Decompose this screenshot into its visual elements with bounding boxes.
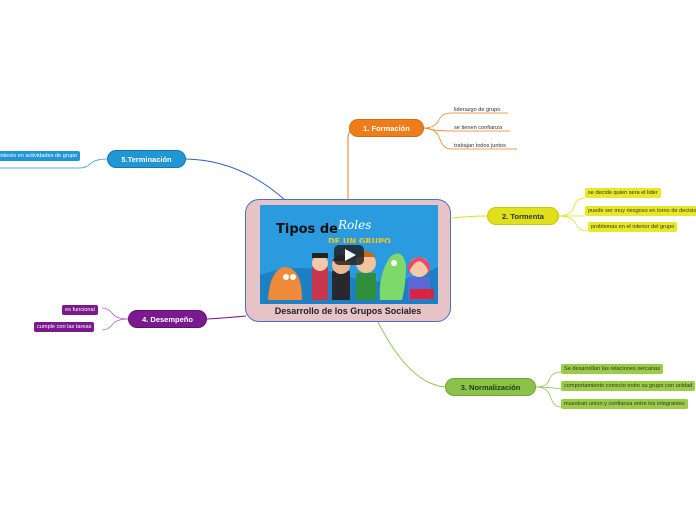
leaf-normalizacion-2-wrap: comportamiento correcto entre su grupo c… bbox=[561, 381, 696, 392]
leaf-tormenta-2[interactable]: puede ser muy riesgoso en torno de decis… bbox=[585, 206, 696, 216]
video-title-tipos: Tipos de bbox=[276, 222, 338, 237]
leaf-normalizacion-2[interactable]: comportamiento correcto entre su grupo c… bbox=[561, 381, 696, 391]
leaf-normalizacion-3[interactable]: muestran union y confianza entre los int… bbox=[561, 399, 688, 409]
topic-normalizacion[interactable]: 3. Normalización bbox=[445, 378, 536, 396]
leaf-tormenta-2-wrap: puede ser muy riesgoso en torno de decis… bbox=[585, 206, 696, 217]
leaf-desempeno-2[interactable]: cumple con las tareas bbox=[34, 322, 95, 332]
video-title-roles: Roles bbox=[338, 218, 372, 232]
central-title: Desarrollo de los Grupos Sociales bbox=[274, 306, 422, 316]
topic-terminacion[interactable]: 5.Terminación bbox=[107, 150, 186, 168]
video-title-grupo: DE UN GRUPO bbox=[328, 237, 391, 243]
leaf-normalizacion-1[interactable]: Se desarrollan las relaciones sercanas bbox=[561, 364, 664, 374]
topic-formacion[interactable]: 1. Formación bbox=[349, 119, 424, 137]
central-topic[interactable]: Tipos de Roles DE UN GRUPO Desarrollo de… bbox=[245, 199, 451, 322]
leaf-normalizacion-3-wrap: muestran union y confianza entre los int… bbox=[561, 399, 696, 410]
leaf-tormenta-1[interactable]: se decide quien sera el lider bbox=[585, 188, 661, 198]
leaf-desempeno-1[interactable]: es funcional bbox=[62, 305, 98, 315]
leaf-terminacion-1[interactable]: Pierden el interés en actividades de gru… bbox=[0, 151, 80, 161]
leaf-terminacion-1-wrap: Pierden el interés en actividades de gru… bbox=[0, 151, 80, 162]
leaf-formacion-3[interactable]: trabajan todos juntos bbox=[454, 143, 506, 149]
leaf-formacion-2[interactable]: se tienen confianza bbox=[454, 125, 503, 131]
video-illustration bbox=[260, 205, 438, 304]
leaf-formacion-1[interactable]: liderazgo de grupo bbox=[454, 107, 501, 113]
leaf-tormenta-3[interactable]: problemas en el interior del grupo bbox=[588, 222, 678, 232]
topic-desempeno[interactable]: 4. Desempeño bbox=[128, 310, 207, 328]
video-thumbnail[interactable]: Tipos de Roles DE UN GRUPO bbox=[260, 205, 438, 304]
topic-tormenta[interactable]: 2. Tormenta bbox=[487, 207, 559, 225]
